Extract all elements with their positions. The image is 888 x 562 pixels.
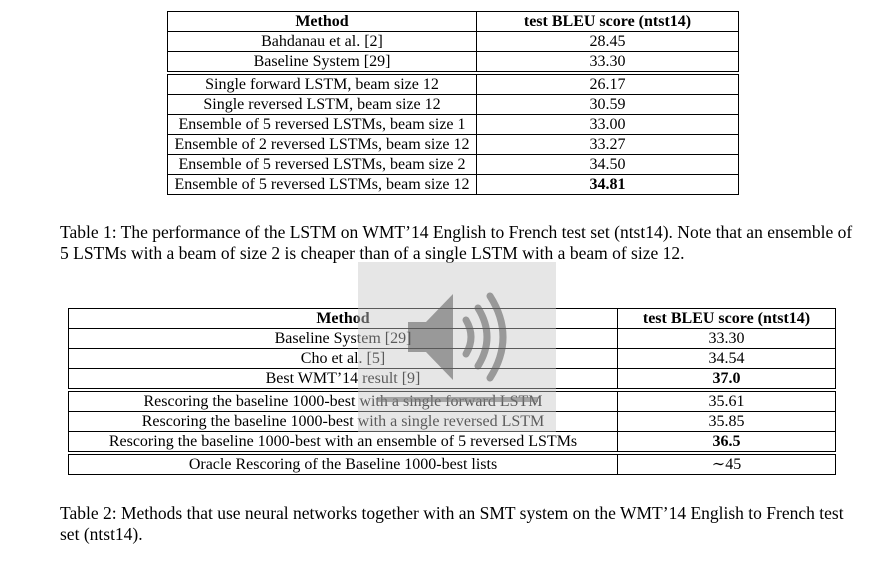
- score-cell: ∼45: [617, 451, 836, 475]
- table-row: Ensemble of 5 reversed LSTMs, beam size …: [167, 174, 739, 195]
- score-cell: 35.85: [617, 411, 836, 432]
- method-cell: Ensemble of 5 reversed LSTMs, beam size …: [167, 114, 477, 135]
- table-row: Rescoring the baseline 1000-best with an…: [68, 431, 836, 454]
- table-row: Rescoring the baseline 1000-best with a …: [68, 411, 836, 432]
- method-cell: Ensemble of 5 reversed LSTMs, beam size …: [167, 174, 477, 195]
- table-row: Ensemble of 5 reversed LSTMs, beam size …: [167, 154, 739, 175]
- method-cell: Rescoring the baseline 1000-best with a …: [68, 411, 618, 432]
- score-cell: 28.45: [476, 31, 739, 52]
- audio-overlay[interactable]: [358, 262, 556, 432]
- score-cell: 37.0: [617, 368, 836, 391]
- score-cell: 36.5: [617, 431, 836, 454]
- method-cell: Single reversed LSTM, beam size 12: [167, 94, 477, 115]
- table-row: Bahdanau et al. [2]28.45: [167, 31, 739, 52]
- table-row: Ensemble of 5 reversed LSTMs, beam size …: [167, 114, 739, 135]
- method-cell: Oracle Rescoring of the Baseline 1000-be…: [68, 451, 618, 475]
- table-row: Oracle Rescoring of the Baseline 1000-be…: [68, 451, 836, 475]
- method-cell: Baseline System [29]: [167, 51, 477, 74]
- header-method: Method: [167, 11, 477, 32]
- method-cell: Rescoring the baseline 1000-best with an…: [68, 431, 618, 454]
- audio-progress-bar[interactable]: [378, 397, 538, 402]
- header-score: test BLEU score (ntst14): [617, 308, 836, 329]
- score-cell: 26.17: [476, 71, 739, 95]
- header-score: test BLEU score (ntst14): [476, 11, 739, 32]
- table-row: Baseline System [29]33.30: [167, 51, 739, 74]
- table-1: Method test BLEU score (ntst14) Bahdanau…: [167, 11, 739, 195]
- table-row: Ensemble of 2 reversed LSTMs, beam size …: [167, 134, 739, 155]
- method-cell: Single forward LSTM, beam size 12: [167, 71, 477, 95]
- score-cell: 33.30: [617, 328, 836, 349]
- method-cell: Bahdanau et al. [2]: [167, 31, 477, 52]
- score-cell: 30.59: [476, 94, 739, 115]
- table-2: Method test BLEU score (ntst14) Baseline…: [68, 308, 836, 475]
- table-2-caption: Table 2: Methods that use neural network…: [60, 503, 844, 544]
- score-cell: 33.00: [476, 114, 739, 135]
- method-cell: Ensemble of 2 reversed LSTMs, beam size …: [167, 134, 477, 155]
- table-1-caption: Table 1: The performance of the LSTM on …: [60, 222, 853, 263]
- score-cell: 35.61: [617, 388, 836, 412]
- method-cell: Ensemble of 5 reversed LSTMs, beam size …: [167, 154, 477, 175]
- score-cell: 33.30: [476, 51, 739, 74]
- score-cell: 34.54: [617, 348, 836, 369]
- score-cell: 33.27: [476, 134, 739, 155]
- score-cell: 34.50: [476, 154, 739, 175]
- table-header: Method test BLEU score (ntst14): [167, 11, 739, 32]
- score-cell: 34.81: [476, 174, 739, 195]
- speaker-volume-icon: [408, 292, 507, 382]
